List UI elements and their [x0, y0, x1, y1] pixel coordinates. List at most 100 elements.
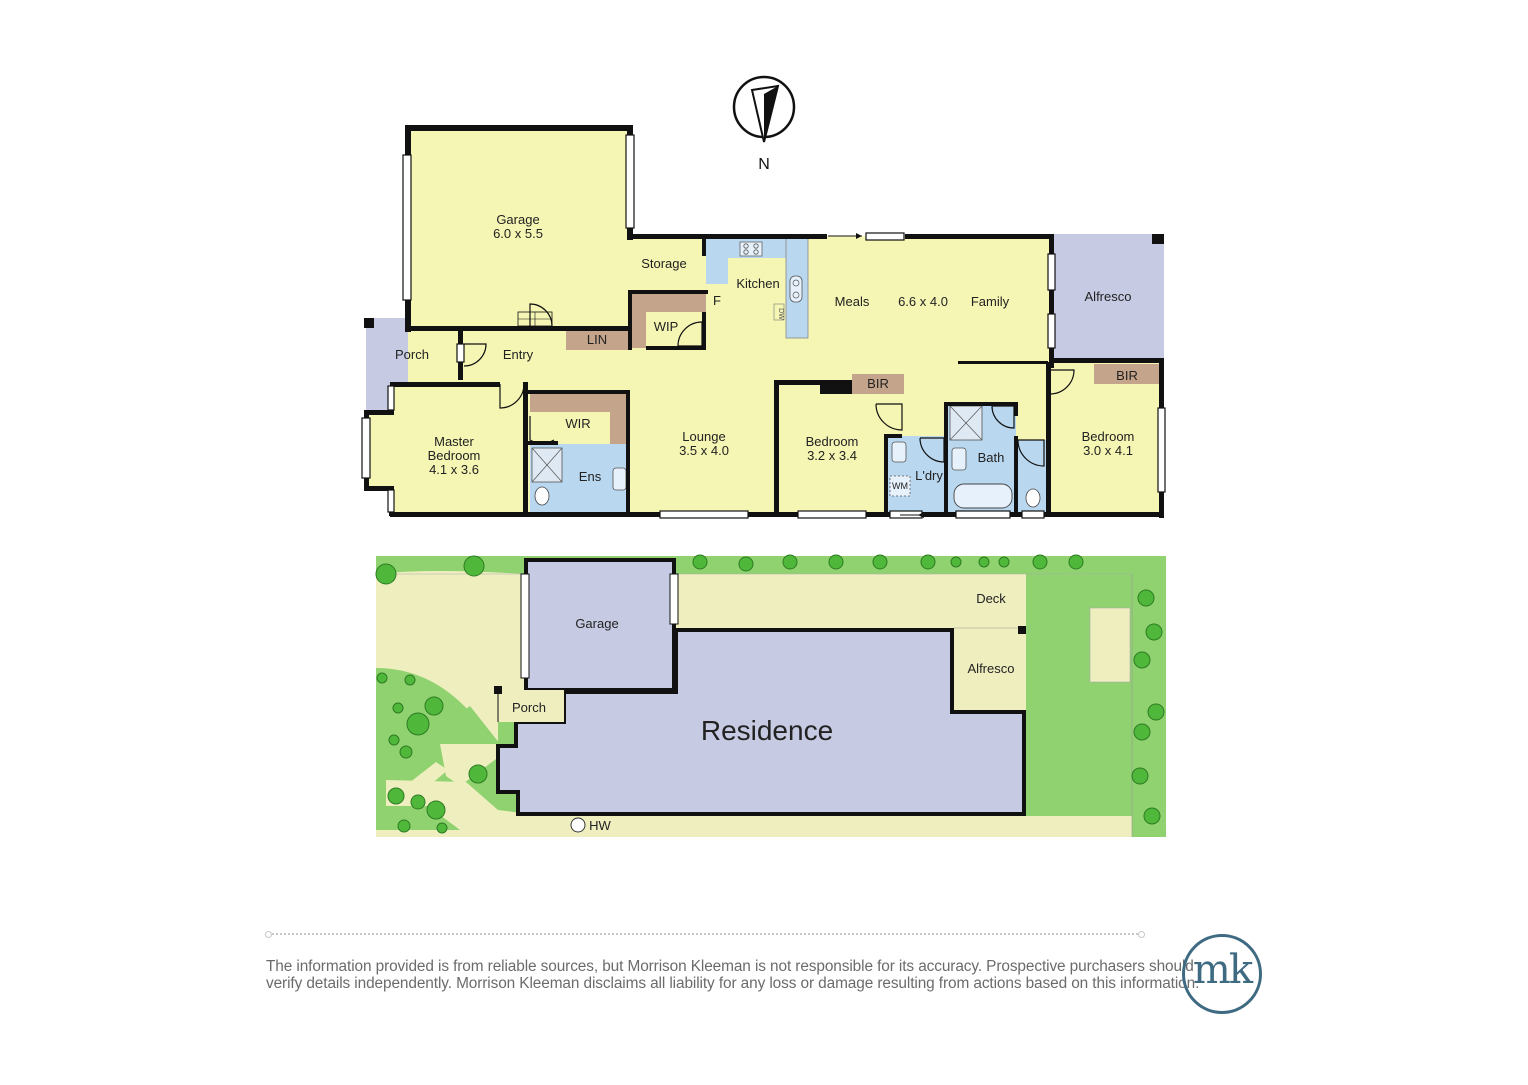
room-label-wip: WIP: [654, 319, 679, 334]
tree-icon: [376, 672, 388, 684]
window: [659, 510, 749, 519]
site-deck-alfresco: [954, 574, 1026, 714]
site-garage-door: [520, 573, 530, 679]
room-size-bedroom3: 3.0 x 4.1: [1083, 443, 1133, 458]
room-label-bedroom3: Bedroom: [1082, 429, 1135, 444]
tree-icon: [1145, 623, 1163, 641]
bathtub-icon: [953, 483, 1013, 509]
site-side-path: [548, 816, 1132, 837]
tree-icon: [1133, 723, 1151, 741]
ensuite-vanity-icon: [612, 467, 627, 491]
room-label-lin: LIN: [587, 332, 607, 347]
tree-icon: [397, 819, 411, 833]
tree-icon: [1068, 554, 1084, 570]
ensuite-toilet-icon: [534, 486, 550, 506]
toilet-icon: [1025, 488, 1041, 508]
tree-icon: [468, 764, 488, 784]
tree-icon: [1131, 767, 1149, 785]
tree-icon: [920, 554, 936, 570]
tree-icon: [782, 554, 798, 570]
window: [1021, 510, 1045, 519]
site-label-deck: Deck: [976, 591, 1006, 606]
cooktop-icon: [739, 241, 763, 257]
walls: [364, 125, 1164, 518]
washing-machine-icon: [889, 475, 911, 497]
bir-bedroom3: [1094, 364, 1160, 384]
tree-icon: [426, 800, 446, 820]
tree-icon: [998, 556, 1010, 568]
tree-icon: [392, 702, 404, 714]
door: [1017, 439, 1045, 467]
window: [1047, 313, 1056, 349]
window: [361, 417, 371, 479]
door: [677, 321, 703, 347]
hot-water-icon: [570, 817, 586, 833]
room-label-alfresco: Alfresco: [1085, 289, 1132, 304]
cooktop-burner-icon: [753, 249, 759, 255]
door: [529, 416, 555, 444]
site-labels: Garage Porch Residence Deck Alfresco HW: [512, 591, 1014, 833]
footer-divider: [265, 931, 1145, 938]
room-label-bath: Bath: [978, 450, 1005, 465]
alfresco-area: [1054, 234, 1164, 360]
tree-icon: [406, 712, 430, 736]
tree-icon: [692, 554, 708, 570]
tree-icon: [828, 554, 844, 570]
site-plan: Garage Porch Residence Deck Alfresco HW: [375, 554, 1166, 837]
laundry-trough-icon: [891, 441, 907, 463]
site-label-residence: Residence: [701, 715, 833, 746]
sink-bowl-icon: [792, 279, 800, 287]
room-size-lounge: 3.5 x 4.0: [679, 443, 729, 458]
room-label-ens: Ens: [579, 469, 602, 484]
room-label-bedroom2: Bedroom: [806, 434, 859, 449]
bir-bedroom2: [852, 374, 904, 394]
tree-icon: [463, 555, 485, 577]
site-garage-window: [669, 573, 679, 625]
window: [1047, 253, 1056, 291]
dishwasher-icon: [773, 303, 785, 321]
window: [1157, 407, 1166, 493]
site-label-alfresco: Alfresco: [968, 661, 1015, 676]
window: [865, 232, 905, 241]
room-label-fridge: F: [713, 293, 721, 308]
kitchen-bench-side: [706, 238, 728, 284]
disclaimer-line-1: The information provided is from reliabl…: [266, 958, 1194, 975]
agency-logo-text: mk: [1192, 947, 1253, 993]
tree-icon: [410, 794, 426, 810]
tree-icon: [872, 554, 888, 570]
room-size-bedroom2: 3.2 x 3.4: [807, 448, 857, 463]
window: [955, 510, 1011, 519]
room-label-porch: Porch: [395, 347, 429, 362]
tree-icon: [978, 556, 990, 568]
tree-icon: [1147, 703, 1165, 721]
tree-icon: [388, 734, 400, 746]
window: [456, 343, 465, 363]
room-label-bir3: BIR: [1116, 368, 1138, 383]
bath-vanity-icon: [951, 447, 967, 471]
tree-icon: [1032, 554, 1048, 570]
room-label-storage: Storage: [641, 256, 687, 271]
wir-shelving: [530, 392, 628, 444]
tree-icon: [387, 787, 405, 805]
room-size-garage: 6.0 x 5.5: [493, 226, 543, 241]
room-size-family: 6.6 x 4.0: [898, 294, 948, 309]
disclaimer: The information provided is from reliabl…: [266, 958, 1199, 992]
room-label-wir: WIR: [565, 416, 590, 431]
door: [463, 343, 487, 367]
wip-shelving: [628, 292, 706, 348]
tree-icon: [1133, 651, 1151, 669]
site-driveway: [376, 571, 524, 744]
cooktop-burner-icon: [743, 249, 749, 255]
tree-icon: [424, 696, 444, 716]
windows: [361, 134, 1166, 519]
agency-logo: mk: [1182, 934, 1262, 1014]
tree-icon: [950, 556, 962, 568]
door: [499, 383, 525, 409]
site-label-garage: Garage: [575, 616, 618, 631]
tree-icon: [399, 745, 413, 759]
tree-icon: [404, 674, 416, 686]
window: [402, 154, 412, 301]
room-size-master: 4.1 x 3.6: [429, 462, 479, 477]
